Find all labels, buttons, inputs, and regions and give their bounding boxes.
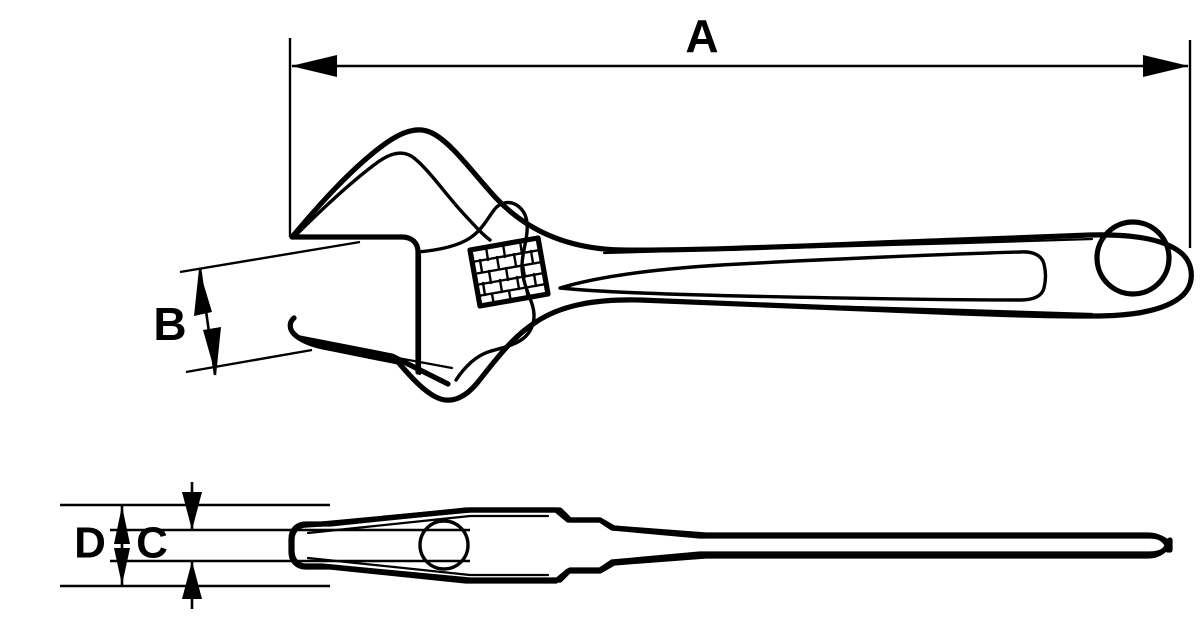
handle-inner-contour bbox=[558, 250, 1048, 302]
knurl-tick-b1 bbox=[478, 258, 484, 274]
knurl-tick-e2 bbox=[507, 289, 513, 304]
dimension-b-group: B bbox=[153, 240, 361, 376]
side-view-jaw-taper-lower bbox=[306, 556, 550, 577]
knurl-row-4 bbox=[476, 282, 548, 298]
handle-upper-shade-line bbox=[602, 237, 1094, 255]
side-view-body-profile bbox=[288, 507, 1171, 584]
dimension-a-group: A bbox=[288, 10, 1192, 248]
upper-jaw-inner-edge bbox=[292, 151, 492, 242]
dimension-c-arrowhead-upper bbox=[182, 492, 202, 530]
dimension-d-arrowhead-upper bbox=[114, 506, 130, 544]
knurl-row-2 bbox=[472, 260, 544, 276]
dimension-b-extension-line-lower bbox=[185, 348, 313, 374]
knurl-tick-c2 bbox=[504, 266, 510, 282]
knurl-tick-a3 bbox=[518, 239, 524, 256]
side-view-jaw-taper-upper bbox=[306, 514, 550, 535]
movable-jaw-body bbox=[416, 200, 536, 382]
wrench-body-outline bbox=[287, 127, 1194, 403]
knurl-row-3 bbox=[474, 271, 546, 287]
knurled-worm-screw bbox=[467, 235, 551, 309]
dimension-b-extension-line-upper bbox=[179, 240, 361, 274]
dimension-d-group: D bbox=[60, 503, 330, 588]
knurl-tick-d2 bbox=[498, 278, 504, 294]
knurl-tick-d3 bbox=[515, 275, 521, 291]
side-view-worm-screw-axis-circle bbox=[418, 519, 470, 571]
handle-lower-shade-line bbox=[602, 298, 1094, 316]
dimension-b-label: B bbox=[153, 298, 186, 350]
dimension-b-arrowhead-upper bbox=[194, 269, 212, 316]
wrench-front-view bbox=[287, 127, 1194, 403]
dimension-c-group: C bbox=[110, 482, 470, 609]
knurl-tick-b2 bbox=[495, 255, 501, 271]
dimension-a-arrowhead-right bbox=[1143, 55, 1189, 77]
movable-jaw-chamfer bbox=[298, 338, 454, 370]
knurl-tick-b4 bbox=[529, 249, 535, 265]
knurl-tick-a2 bbox=[501, 242, 507, 259]
knurl-tick-e1 bbox=[490, 292, 496, 307]
dimension-c-label: C bbox=[136, 519, 168, 568]
knurl-tick-d1 bbox=[481, 281, 487, 297]
knurl-tick-a1 bbox=[484, 245, 490, 262]
dimension-d-label: D bbox=[74, 519, 106, 568]
hanging-hole bbox=[1094, 219, 1172, 297]
worm-screw-outline bbox=[467, 235, 551, 309]
dimension-b-arrowhead-lower bbox=[203, 327, 221, 376]
dimension-d-arrowhead-lower bbox=[114, 548, 130, 585]
knurl-tick-e3 bbox=[524, 286, 530, 301]
dimension-a-arrowhead-left bbox=[291, 55, 337, 77]
dimension-c-arrowhead-lower bbox=[182, 561, 202, 599]
knurl-tick-c3 bbox=[521, 263, 527, 279]
wrench-side-view bbox=[288, 507, 1173, 584]
knurl-tick-c1 bbox=[487, 269, 493, 285]
dimension-a-label: A bbox=[685, 10, 718, 62]
knurl-tick-b3 bbox=[512, 252, 518, 268]
knurl-tick-d4 bbox=[532, 272, 538, 288]
